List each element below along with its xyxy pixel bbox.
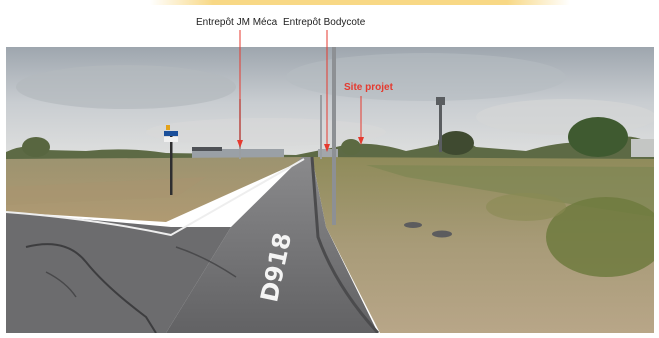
label-entrepot-bodycote: Entrepôt Bodycote bbox=[283, 17, 366, 28]
distant-pole bbox=[320, 95, 322, 159]
curb bbox=[310, 156, 380, 333]
label-site-projet: Site projet bbox=[344, 82, 393, 93]
side-road bbox=[6, 212, 231, 333]
distant-pole bbox=[239, 99, 241, 159]
cloud bbox=[146, 118, 386, 146]
cloud bbox=[16, 65, 236, 109]
tree bbox=[438, 131, 474, 155]
road-sign bbox=[164, 131, 178, 136]
street-scene: D918 bbox=[6, 47, 654, 333]
sign-post bbox=[170, 135, 173, 195]
light-pole bbox=[332, 47, 336, 225]
bushes bbox=[546, 197, 654, 277]
manhole bbox=[404, 222, 422, 228]
tree bbox=[22, 137, 50, 157]
building-right bbox=[631, 139, 654, 157]
manhole bbox=[432, 230, 452, 238]
warehouse-bodycote bbox=[318, 149, 338, 159]
road-sign bbox=[164, 137, 178, 142]
warehouse-jm-meca bbox=[192, 149, 284, 159]
top-decoration bbox=[150, 0, 570, 5]
cloud bbox=[476, 99, 654, 135]
road-d918 bbox=[166, 157, 378, 333]
lane-marking bbox=[6, 158, 305, 237]
warehouse-jm-meca-roof bbox=[192, 147, 222, 151]
label-entrepot-jm-meca: Entrepôt JM Méca bbox=[196, 17, 278, 28]
cloud bbox=[286, 53, 566, 101]
tree bbox=[568, 117, 628, 157]
telecom-tower bbox=[439, 97, 442, 152]
tree bbox=[341, 139, 361, 155]
street-photo: D918 bbox=[6, 47, 654, 333]
